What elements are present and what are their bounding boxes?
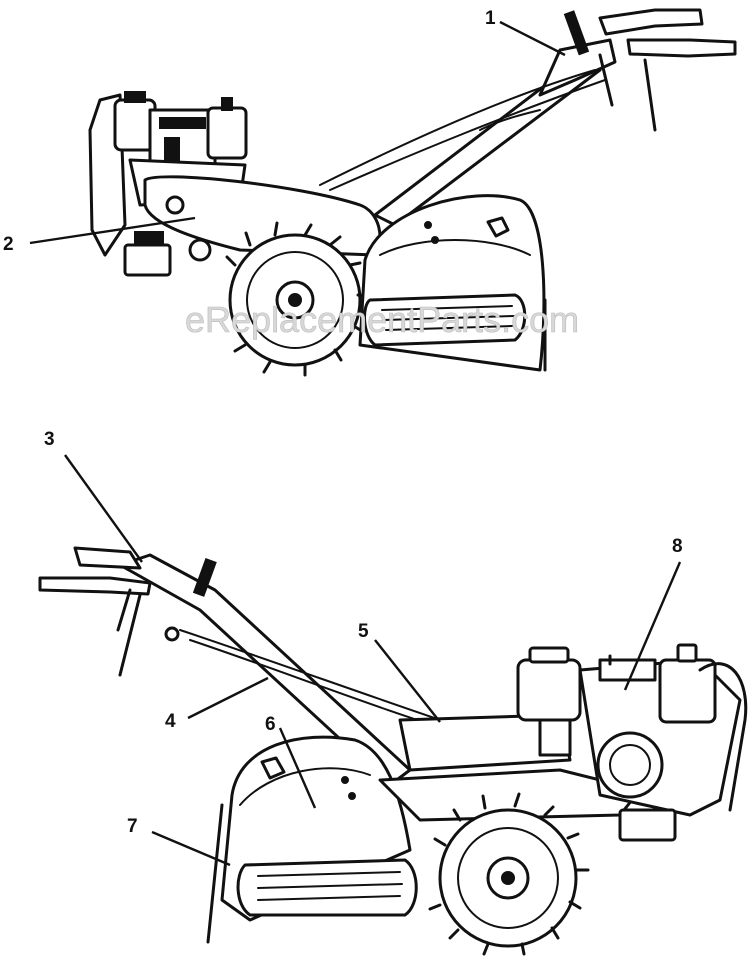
belt-cover-top xyxy=(143,175,382,262)
callout-8: 8 xyxy=(623,536,683,691)
callout-2-label: 2 xyxy=(3,234,14,255)
callout-8-label: 8 xyxy=(672,536,683,557)
transmission-bottom xyxy=(378,713,642,822)
wheel-top xyxy=(225,221,370,377)
callout-7-label: 7 xyxy=(127,816,138,837)
callout-2: 2 xyxy=(3,216,196,255)
engine-bottom xyxy=(516,643,748,842)
wheel-bottom xyxy=(428,792,590,956)
tine-hood-top xyxy=(358,194,547,372)
tine-hood-bottom xyxy=(206,735,418,944)
callout-4-label: 4 xyxy=(165,711,176,732)
callout-3-label: 3 xyxy=(44,429,55,450)
watermark: eReplacementParts.com xyxy=(185,299,579,340)
callout-7: 7 xyxy=(127,816,231,867)
handlebar-top xyxy=(319,8,737,227)
callout-1: 1 xyxy=(485,8,566,57)
callout-3: 3 xyxy=(44,429,143,563)
tiller-bottom-view: 3 4 5 6 7 8 xyxy=(38,429,748,956)
callout-6-label: 6 xyxy=(265,714,276,735)
callout-5: 5 xyxy=(358,621,441,723)
callout-5-label: 5 xyxy=(358,621,369,642)
callout-1-label: 1 xyxy=(485,8,496,29)
tiller-top-view: 1 2 xyxy=(3,8,737,377)
callout-6: 6 xyxy=(265,714,317,809)
callout-4: 4 xyxy=(165,676,269,732)
